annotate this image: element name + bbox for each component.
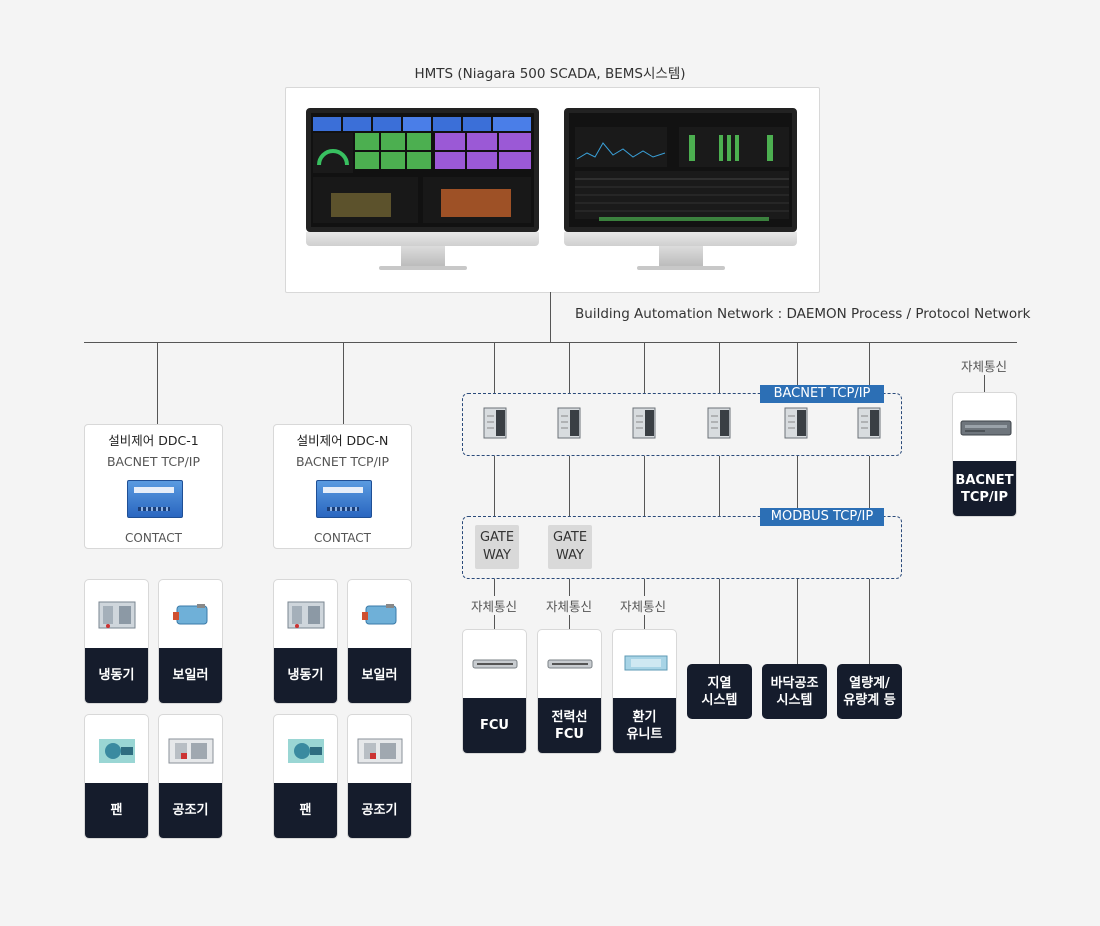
- floor-line1: 바닥공조: [770, 675, 819, 691]
- bacnet-unit-line1: BACNET: [955, 472, 1014, 488]
- controller-icon: [557, 407, 581, 439]
- controller-icon: [857, 407, 881, 439]
- fan-label: 팬: [274, 783, 337, 838]
- chiller-label: 냉동기: [274, 648, 337, 703]
- dashboard-screen-image: [311, 113, 534, 227]
- gateway-2: GATE WAY: [548, 525, 592, 569]
- boiler-label: 보일러: [159, 648, 222, 703]
- trend-screen-image: [569, 113, 792, 227]
- fan-icon: [99, 739, 135, 763]
- gateway-line1: GATE: [552, 530, 588, 545]
- fan-icon: [288, 739, 324, 763]
- monitor-right: [564, 108, 797, 271]
- ahu-label: 공조기: [159, 783, 222, 838]
- geo-line1: 지열: [707, 675, 732, 691]
- ddc-title: 설비제어 DDC-N: [296, 433, 389, 448]
- ahu-card: 공조기: [347, 714, 412, 839]
- boiler-card: 보일러: [347, 579, 412, 704]
- ddc-contact: CONTACT: [314, 531, 371, 545]
- meter-card: 열량계/유량계 등: [837, 664, 902, 719]
- controller-icon: [784, 407, 808, 439]
- boiler-card: 보일러: [158, 579, 223, 704]
- fan-label: 팬: [85, 783, 148, 838]
- boiler-label: 보일러: [348, 648, 411, 703]
- chiller-icon: [98, 601, 136, 629]
- bacnet-unit-line2: TCP/IP: [960, 489, 1009, 505]
- bacnet-unit-icon: [960, 420, 1012, 436]
- chiller-label: 냉동기: [85, 648, 148, 703]
- chiller-icon: [287, 601, 325, 629]
- ddc-1-box: 설비제어 DDC-1 BACNET TCP/IP CONTACT: [84, 424, 223, 549]
- self-comm-label: 자체통신: [949, 356, 1019, 375]
- meter-line2: 유량계 등: [843, 692, 896, 708]
- network-label: Building Automation Network : DAEMON Pro…: [575, 306, 1031, 322]
- gateway-line2: WAY: [483, 548, 511, 563]
- chiller-card: 냉동기: [84, 579, 149, 704]
- network-bus: [84, 342, 1017, 343]
- fcu-label: FCU: [463, 698, 526, 753]
- gateway-1: GATE WAY: [475, 525, 519, 569]
- vent-line2: 유니트: [626, 726, 663, 742]
- fcu-card: FCU: [462, 629, 527, 754]
- chiller-card: 냉동기: [273, 579, 338, 704]
- fan-card: 팬: [273, 714, 338, 839]
- ddc-controller-icon: [316, 480, 372, 518]
- controller-icon: [707, 407, 731, 439]
- self-comm-label: 자체통신: [608, 596, 678, 615]
- fcu-icon: [472, 659, 518, 669]
- modbus-group: [462, 516, 902, 579]
- boiler-icon: [173, 604, 208, 625]
- ddc-n-box: 설비제어 DDC-N BACNET TCP/IP CONTACT: [273, 424, 412, 549]
- meter-line1: 열량계/: [849, 675, 890, 691]
- gateway-line1: GATE: [479, 530, 515, 545]
- gateway-line2: WAY: [556, 548, 584, 563]
- boiler-icon: [362, 604, 397, 625]
- controller-icon: [483, 407, 507, 439]
- floor-line2: 시스템: [776, 692, 813, 708]
- modbus-tag: MODBUS TCP/IP: [760, 508, 884, 526]
- power-fcu-line2: FCU: [555, 726, 584, 742]
- vent-line1: 환기: [632, 709, 657, 725]
- system-title: HMTS (Niagara 500 SCADA, BEMS시스템): [414, 66, 686, 82]
- ddc-controller-icon: [127, 480, 183, 518]
- self-comm-label: 자체통신: [459, 596, 529, 615]
- self-comm-label: 자체통신: [534, 596, 604, 615]
- ddc-title: 설비제어 DDC-1: [108, 433, 199, 448]
- controller-icon: [632, 407, 656, 439]
- ahu-icon: [168, 738, 214, 764]
- ddc-protocol: BACNET TCP/IP: [295, 454, 390, 469]
- ahu-label: 공조기: [348, 783, 411, 838]
- ddc-contact: CONTACT: [125, 531, 182, 545]
- ddc-protocol: BACNET TCP/IP: [106, 454, 201, 469]
- fan-card: 팬: [84, 714, 149, 839]
- geo-line2: 시스템: [701, 692, 738, 708]
- power-fcu-icon: [547, 659, 593, 669]
- scada-monitors-panel: [285, 87, 820, 293]
- bacnet-tag: BACNET TCP/IP: [760, 385, 884, 403]
- power-fcu-line1: 전력선: [551, 709, 588, 725]
- ahu-card: 공조기: [158, 714, 223, 839]
- ahu-icon: [357, 738, 403, 764]
- vent-unit-icon: [624, 655, 668, 671]
- bacnet-group: [462, 393, 902, 456]
- monitor-left: [306, 108, 539, 271]
